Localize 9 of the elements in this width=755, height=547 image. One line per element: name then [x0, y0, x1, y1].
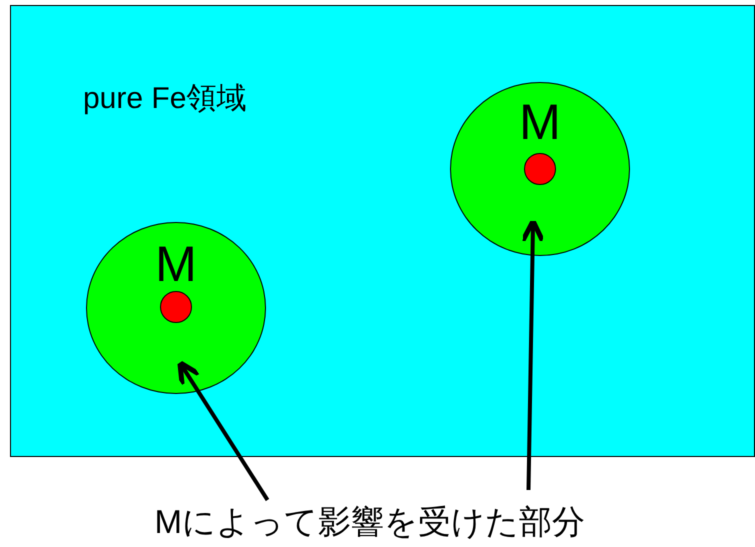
arrow	[520, 218, 546, 490]
caption-text: Mによって影響を受けた部分	[154, 500, 585, 545]
element-symbol: M	[518, 93, 562, 151]
atom-dot	[160, 291, 192, 323]
region-label: pure Fe領域	[83, 81, 246, 117]
atom-dot	[524, 153, 556, 185]
region-box	[10, 5, 755, 457]
arrow	[177, 360, 270, 502]
element-symbol: M	[154, 235, 198, 293]
